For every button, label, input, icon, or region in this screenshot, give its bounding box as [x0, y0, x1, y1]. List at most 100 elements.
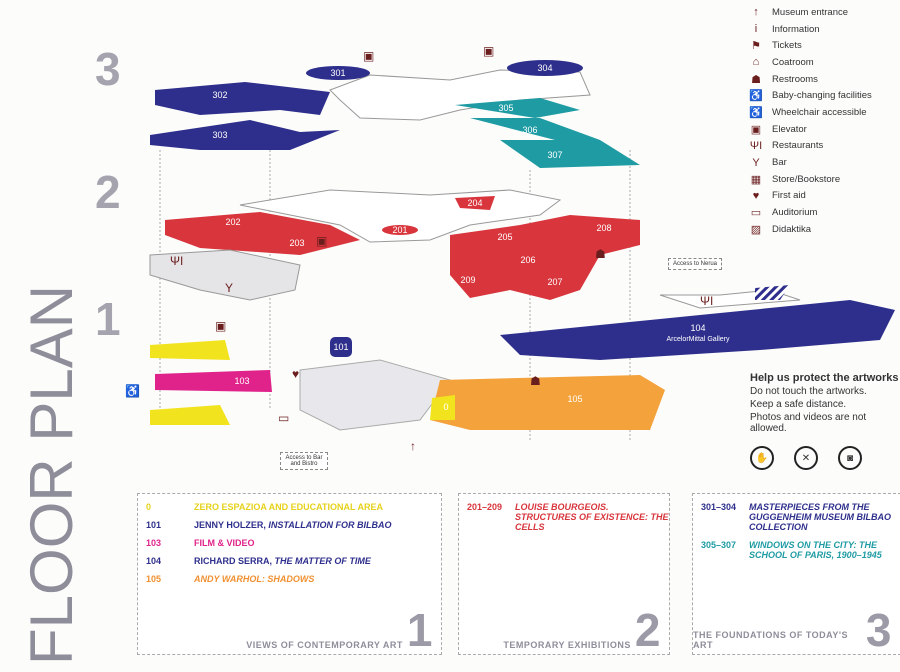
label-304: 304: [537, 63, 552, 73]
floor-2-box: 201–209 Louise Bourgeois. Structures of E…: [458, 493, 670, 655]
restrooms-icon: ☗: [595, 247, 606, 261]
legend-item: ⚑Tickets: [748, 37, 872, 54]
exhibition-name: Richard Serra, The Matter of Time: [194, 556, 371, 566]
label-0: 0: [443, 402, 448, 412]
room-301[interactable]: [306, 66, 370, 80]
protect-line: Photos and videos are not allowed.: [750, 412, 867, 434]
restaurant-icon: ΨΙ: [700, 294, 713, 308]
room-306[interactable]: [470, 118, 600, 140]
floor-3-core: [329, 69, 591, 121]
room-104[interactable]: [500, 300, 895, 360]
exhibition-title: Louise Bourgeois. Structures of Existenc…: [515, 502, 669, 532]
room-305[interactable]: [455, 98, 580, 118]
didaktika-area: [755, 285, 790, 300]
bar-icon: Y: [752, 156, 760, 169]
exhibition-artist: Film & Video: [194, 538, 255, 548]
label-307: 307: [547, 150, 562, 160]
label-101: 101: [333, 342, 348, 352]
room-number: 201–209: [467, 502, 503, 512]
exhibition-name: Masterpieces from the Guggenheim Museum …: [749, 502, 900, 532]
label-104: 104: [690, 323, 705, 333]
atrium: [299, 359, 451, 431]
room-number: 105: [146, 574, 162, 584]
room-201[interactable]: [382, 225, 418, 235]
legend-label: Information: [772, 23, 820, 35]
exhibition-item: 201–209 Louise Bourgeois. Structures of E…: [467, 502, 669, 532]
exhibition-name: Andy Warhol: Shadows: [194, 574, 314, 584]
exhibition-artist: Jenny Holzer,: [194, 520, 269, 530]
protect-artworks-notice: Help us protect the artworks Do not touc…: [750, 372, 900, 470]
exhibition-item: 101Jenny Holzer, Installation for Bilbao: [146, 520, 441, 530]
room-0-upper[interactable]: [150, 340, 230, 360]
entrance-arrow-icon: ↑: [410, 439, 416, 453]
label-205: 205: [497, 232, 512, 242]
room-202-203[interactable]: [165, 212, 360, 255]
restrooms-icon: ☗: [530, 374, 541, 388]
exhibition-name: Jenny Holzer, Installation for Bilbao: [194, 520, 392, 530]
room-304[interactable]: [507, 60, 583, 76]
label-206: 206: [520, 255, 535, 265]
callout-nerua: Access to Nerua: [668, 258, 723, 270]
room-103[interactable]: [155, 370, 272, 392]
room-307[interactable]: [500, 140, 640, 168]
floor-caption: VIEWS OF CONTEMPORARY ART: [246, 640, 403, 650]
legend-item: ▭ Auditorium: [748, 204, 872, 221]
room-105[interactable]: [430, 375, 665, 430]
legend-label: Restrooms: [772, 73, 818, 85]
legend-item: ↑Museum entrance: [748, 4, 872, 21]
exhibition-item: 104Richard Serra, The Matter of Time: [146, 556, 441, 566]
legend-label: Restaurants: [772, 140, 824, 152]
label-208: 208: [596, 223, 611, 233]
label-103: 103: [234, 376, 249, 386]
bistro-area: [149, 249, 301, 301]
legend-item: Y Bar: [748, 154, 872, 171]
legend-label: Baby-changing facilities: [772, 90, 872, 102]
elevator-icon: ▣: [316, 234, 327, 248]
room-302[interactable]: [155, 82, 330, 115]
legend-label: Bar: [772, 157, 787, 169]
label-201: 201: [392, 225, 407, 235]
room-0[interactable]: [430, 395, 455, 420]
protect-line: Do not touch the artworks.: [750, 386, 867, 397]
exhibition-item: 305–307Windows on the City: The School o…: [701, 540, 900, 560]
floor-big-number: 1: [406, 604, 433, 656]
first-aid-icon: ♥: [292, 367, 299, 381]
exhibition-title: The Matter of Time: [274, 556, 371, 566]
elevator-icon: ▣: [363, 49, 374, 63]
auditorium-icon: ▭: [278, 411, 289, 425]
auditorium-icon: ▭: [750, 207, 762, 220]
legend-item: ▦ Store/Bookstore: [748, 171, 872, 188]
no-touch-icon: ✋: [750, 446, 774, 470]
wheelchair-icon: ♿: [749, 106, 763, 119]
elevator-icon: ▣: [750, 123, 762, 136]
tickets-icon: ⚑: [751, 40, 761, 53]
legend-label: Store/Bookstore: [772, 173, 841, 185]
wheelchair-icon: ♿: [125, 384, 140, 398]
no-camera-icon: ◙: [838, 446, 862, 470]
legend-label: Didaktika: [772, 223, 812, 235]
room-101[interactable]: [330, 337, 352, 357]
restrooms-icon: ☗: [751, 73, 761, 86]
protect-line: Keep a safe distance.: [750, 399, 847, 410]
room-0-lower[interactable]: [150, 405, 230, 425]
exhibition-name: Film & Video: [194, 538, 255, 548]
store-icon: ▦: [750, 173, 762, 186]
exhibition-name: Zero Espazioa and Educational Area: [194, 502, 383, 512]
elevator-icon: ▣: [215, 319, 226, 333]
floor-caption: THE FOUNDATIONS OF TODAY'S ART: [693, 630, 848, 650]
rooms-205-209[interactable]: [450, 215, 640, 300]
legend-label: Coatroom: [772, 56, 814, 68]
protect-title: Help us protect the artworks: [750, 372, 899, 384]
room-204[interactable]: [455, 196, 495, 210]
legend-label: Auditorium: [772, 207, 818, 219]
room-number: 103: [146, 538, 162, 548]
label-302: 302: [212, 90, 227, 100]
label-305: 305: [498, 103, 513, 113]
floor-number-3: 3: [95, 43, 121, 95]
legend-item: ⌂Coatroom: [748, 54, 872, 71]
room-number: 0: [146, 502, 152, 512]
label-306: 306: [522, 125, 537, 135]
room-303[interactable]: [150, 120, 340, 150]
